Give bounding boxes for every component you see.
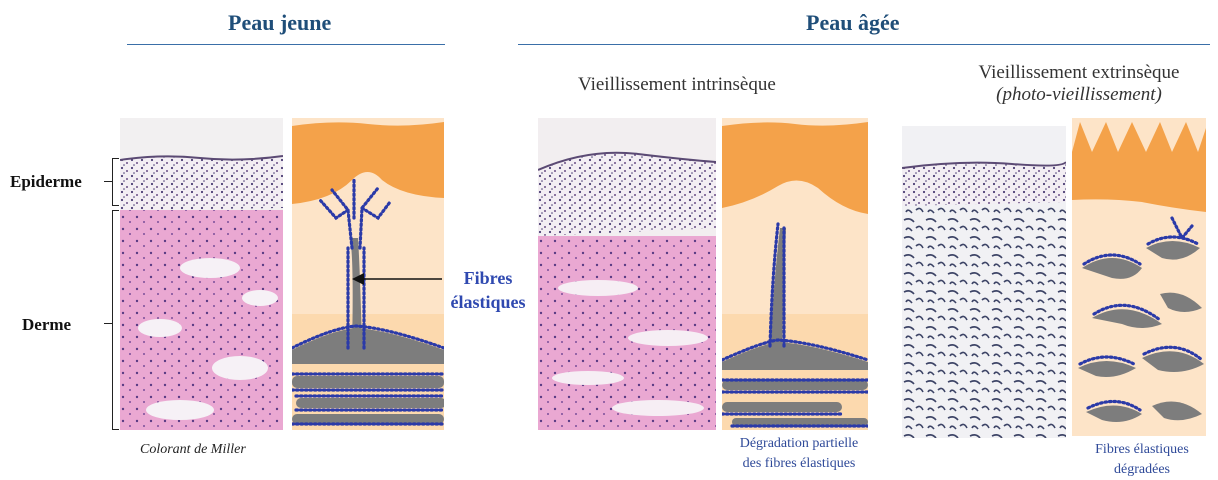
bracket-dermis-tick (104, 323, 112, 324)
caption-partial-degradation: Dégradation partielle des fibres élastiq… (724, 434, 874, 474)
header-aged-skin: Peau âgée (806, 10, 899, 36)
caption-degraded-line2: dégradées (1072, 460, 1212, 480)
bracket-dermis (112, 210, 119, 430)
subtitle-intrinsic: Vieillissement intrinsèque (578, 74, 776, 96)
histology-young (120, 118, 283, 430)
subtitle-extrinsic: Vieillissement extrinsèque (photo-vieill… (948, 62, 1210, 106)
subtitle-extrinsic-line1: Vieillissement extrinsèque (948, 62, 1210, 84)
bracket-epidermis-tick (104, 181, 112, 182)
label-dermis: Derme (22, 315, 71, 335)
callout-arrow (352, 272, 444, 286)
histology-extrinsic (902, 126, 1066, 438)
callout-line1: Fibres (442, 266, 534, 290)
callout-line2: élastiques (442, 290, 534, 314)
schematic-extrinsic (1072, 118, 1206, 436)
caption-partial-line2: des fibres élastiques (724, 454, 874, 474)
callout-elastic-fibers: Fibres élastiques (442, 266, 534, 314)
bracket-epidermis (112, 158, 119, 206)
schematic-intrinsic (722, 118, 868, 430)
header-young-skin: Peau jeune (228, 10, 331, 36)
label-epidermis: Epiderme (10, 172, 82, 192)
caption-partial-line1: Dégradation partielle (724, 434, 874, 454)
subtitle-extrinsic-line2: (photo-vieillissement) (996, 84, 1162, 105)
caption-stain: Colorant de Miller (140, 442, 246, 458)
histology-intrinsic (538, 118, 716, 430)
caption-degraded-fibers: Fibres élastiques dégradées (1072, 440, 1212, 480)
header-aged-underline (518, 44, 1210, 45)
caption-degraded-line1: Fibres élastiques (1072, 440, 1212, 460)
header-young-underline (127, 44, 445, 45)
